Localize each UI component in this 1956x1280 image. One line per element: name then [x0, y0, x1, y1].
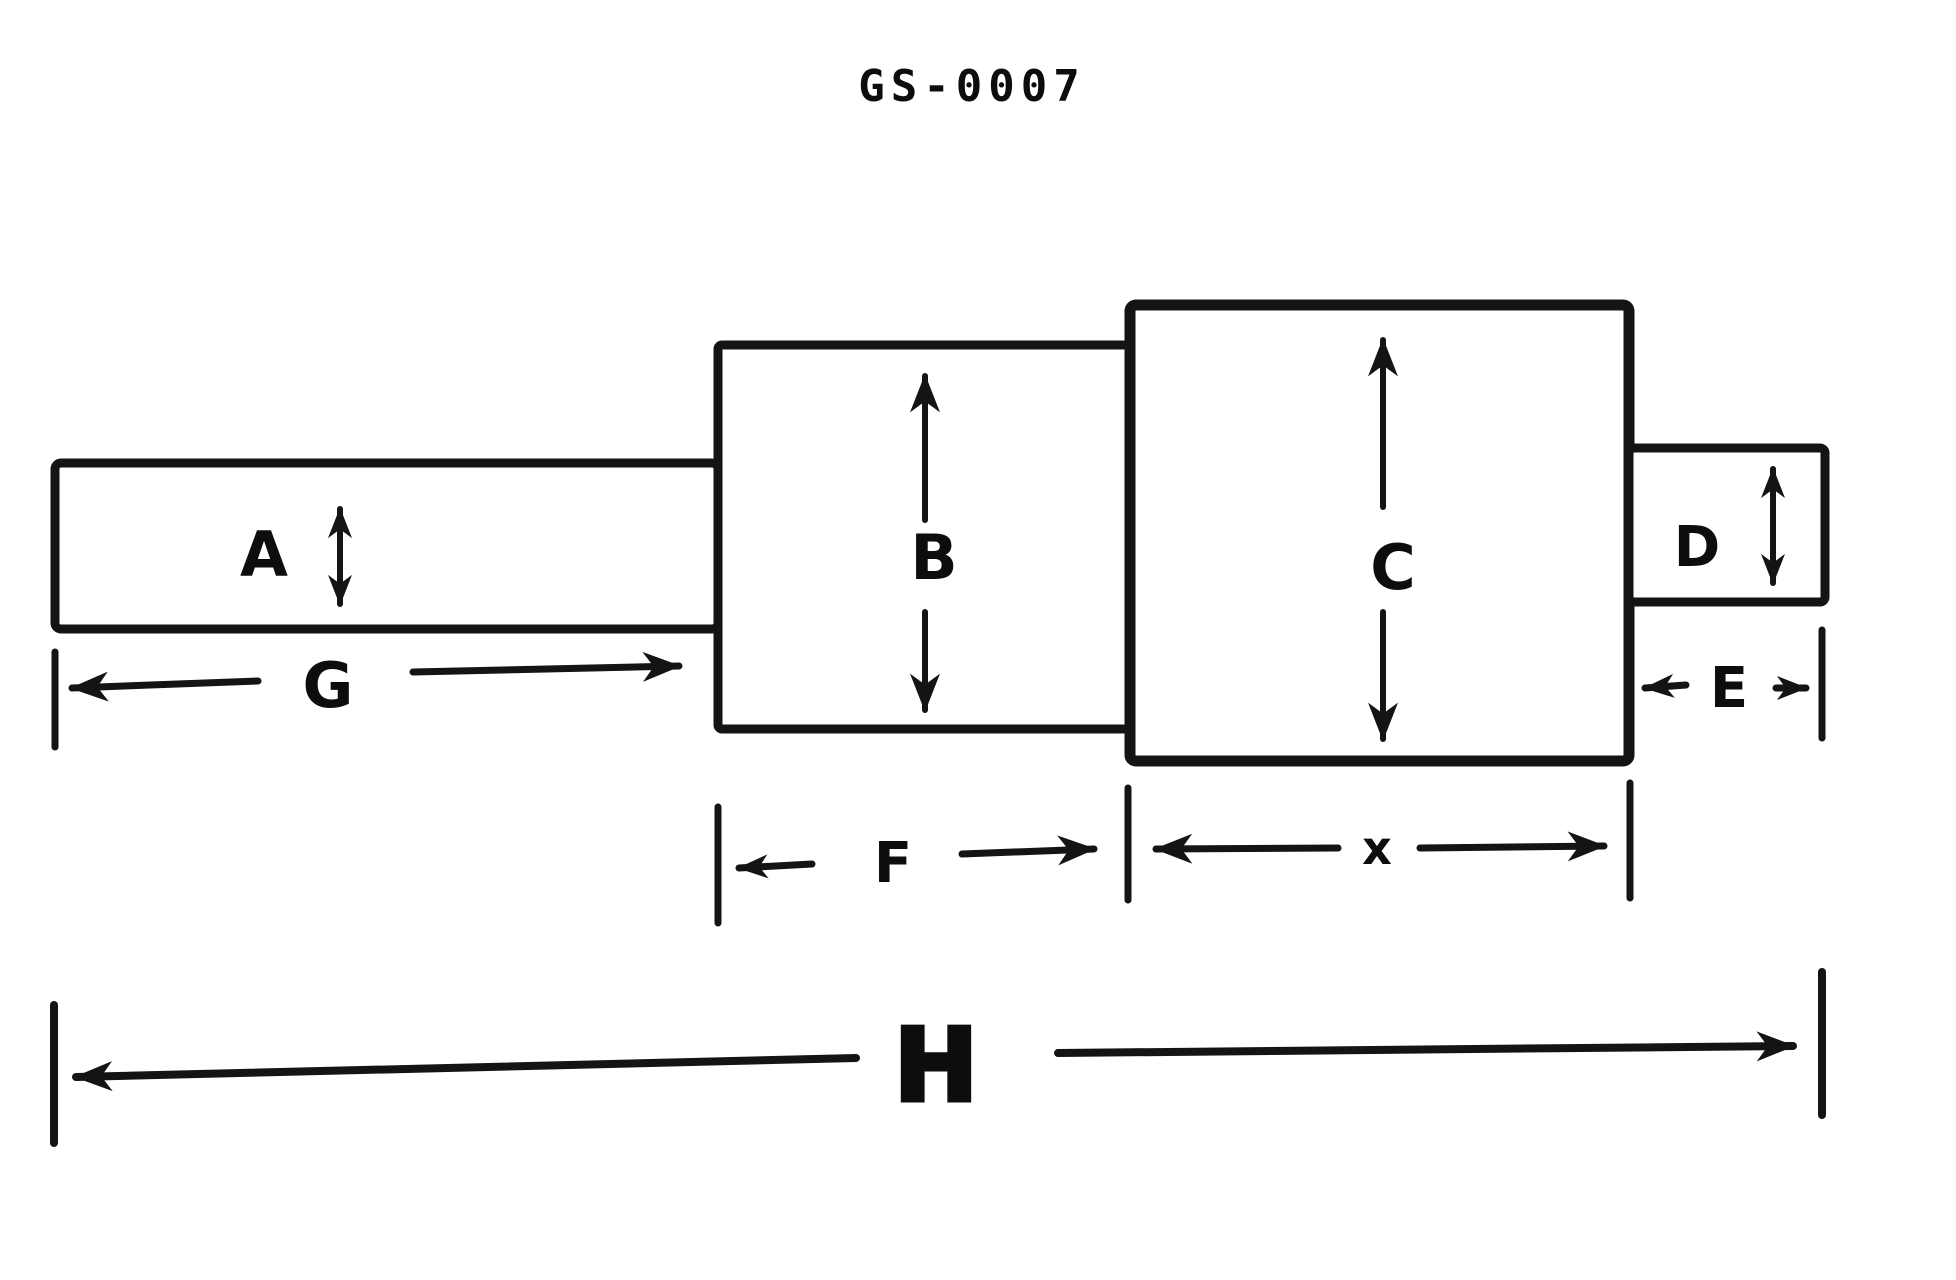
label-c: C	[1370, 531, 1416, 604]
label-h: H	[894, 1007, 978, 1124]
x-arrow-right	[1416, 831, 1608, 862]
section-a-outline	[50, 458, 723, 634]
label-x: x	[1362, 821, 1392, 875]
section-d-outline	[1624, 443, 1830, 607]
f-arrow-left	[735, 854, 816, 879]
label-g: G	[303, 649, 354, 722]
f-arrow-right	[958, 835, 1098, 866]
label-d: D	[1674, 515, 1720, 580]
label-f: F	[874, 831, 912, 896]
label-e: E	[1710, 656, 1748, 721]
label-b: B	[910, 521, 957, 594]
label-a: A	[240, 518, 288, 591]
drawing-number: GS-0007	[858, 61, 1085, 112]
h-arrow-right	[1054, 1031, 1797, 1062]
g-arrow-left	[68, 671, 262, 702]
x-arrow-left	[1152, 833, 1342, 864]
g-arrow-right	[409, 651, 683, 682]
e-arrow-left	[1641, 673, 1690, 698]
h-arrow-left	[72, 1054, 860, 1092]
